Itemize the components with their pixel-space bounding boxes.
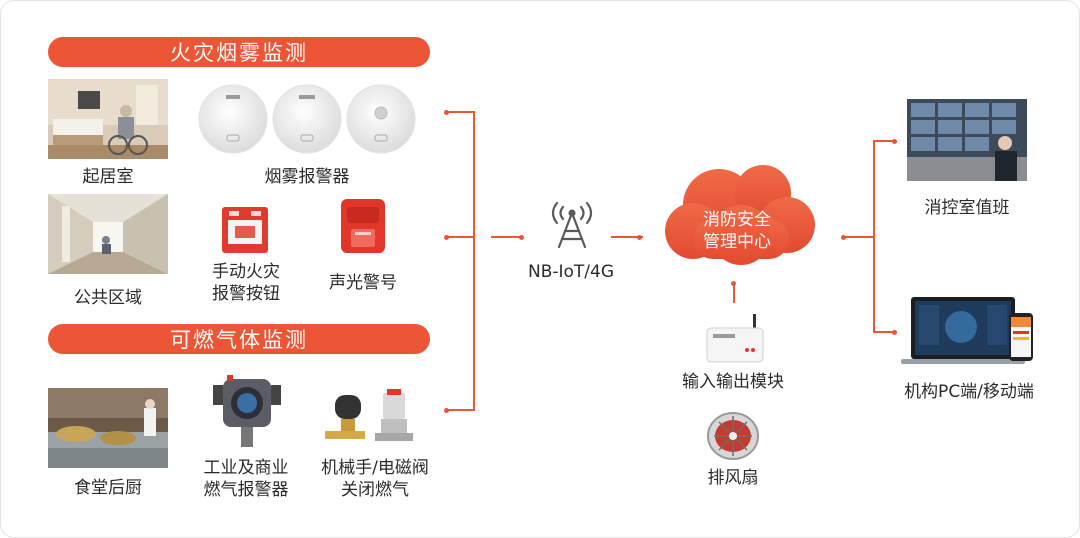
valve-image <box>321 387 421 447</box>
network-to-center-dot <box>637 235 642 240</box>
center-to-outputs-dot <box>841 235 846 240</box>
io-module-image <box>703 314 767 366</box>
left-bracket-dot-mid <box>444 235 449 240</box>
kitchen-photo <box>48 388 168 468</box>
center-to-io-line <box>733 283 735 303</box>
gas-detector-image <box>209 373 285 449</box>
valve-label: 机械手/电磁阀 关闭燃气 <box>305 457 445 501</box>
kitchen-label: 食堂后厨 <box>74 478 142 498</box>
gas-section-banner: 可燃气体监测 <box>48 324 430 354</box>
fire-smoke-section-banner: 火灾烟雾监测 <box>48 37 430 67</box>
terminals-label: 机构PC端/移动端 <box>904 382 1034 402</box>
right-bracket-dot-top <box>892 139 897 144</box>
center-to-outputs-line <box>843 236 875 238</box>
left-bracket-mid <box>448 236 475 238</box>
bracket-to-network-dot <box>519 235 524 240</box>
gas-alarm-label-line1: 工业及商业 <box>203 458 289 478</box>
gas-alarm-label: 工业及商业 燃气报警器 <box>186 457 306 501</box>
bracket-to-network-line <box>491 236 523 238</box>
public-area-photo <box>48 194 168 274</box>
manual-alarm-label: 手动火灾 报警按钮 <box>191 261 301 305</box>
control-room-photo <box>907 99 1027 181</box>
manual-alarm-label-line1: 手动火灾 <box>212 262 280 282</box>
network-label: NB-IoT/4G <box>527 262 615 282</box>
right-bracket-vertical <box>873 140 875 333</box>
fire-smoke-section-title: 火灾烟雾监测 <box>170 41 308 65</box>
bedroom-photo <box>48 79 168 159</box>
smoke-alarm-label: 烟雾报警器 <box>264 167 350 187</box>
gas-section-title: 可燃气体监测 <box>170 328 308 352</box>
left-bracket-top <box>448 111 475 113</box>
exhaust-fan-image <box>706 411 760 461</box>
sound-light-alarm-image <box>339 197 387 255</box>
right-bracket-bottom <box>873 331 895 333</box>
gas-alarm-label-line2: 燃气报警器 <box>203 480 289 500</box>
left-bracket-dot-bottom <box>444 408 449 413</box>
smoke-detector-images <box>197 83 417 155</box>
pc-mobile-terminals-image <box>899 295 1039 367</box>
left-bracket-vertical <box>473 111 475 411</box>
right-bracket-dot-bottom <box>892 330 897 335</box>
antenna-icon <box>545 197 599 249</box>
bedroom-label: 起居室 <box>82 167 134 187</box>
left-bracket-dot-top <box>444 110 449 115</box>
center-to-io-dot <box>731 281 736 286</box>
io-module-label: 输入输出模块 <box>682 372 784 392</box>
center-label-line2: 管理中心 <box>703 232 771 252</box>
center-label: 消防安全 管理中心 <box>681 209 793 253</box>
public-area-label: 公共区域 <box>74 288 142 308</box>
manual-alarm-button-image <box>221 206 269 254</box>
valve-label-line2: 关闭燃气 <box>341 480 409 500</box>
exhaust-fan-label: 排风扇 <box>707 468 759 488</box>
control-room-label: 消控室值班 <box>924 198 1010 218</box>
manual-alarm-label-line2: 报警按钮 <box>212 284 280 304</box>
valve-label-line1: 机械手/电磁阀 <box>321 458 429 478</box>
network-to-center-line <box>611 236 643 238</box>
left-bracket-bottom <box>448 409 475 411</box>
right-bracket-top <box>873 140 895 142</box>
sound-light-label: 声光警号 <box>329 273 397 293</box>
center-label-line1: 消防安全 <box>703 210 771 230</box>
management-center-cloud <box>659 159 821 269</box>
